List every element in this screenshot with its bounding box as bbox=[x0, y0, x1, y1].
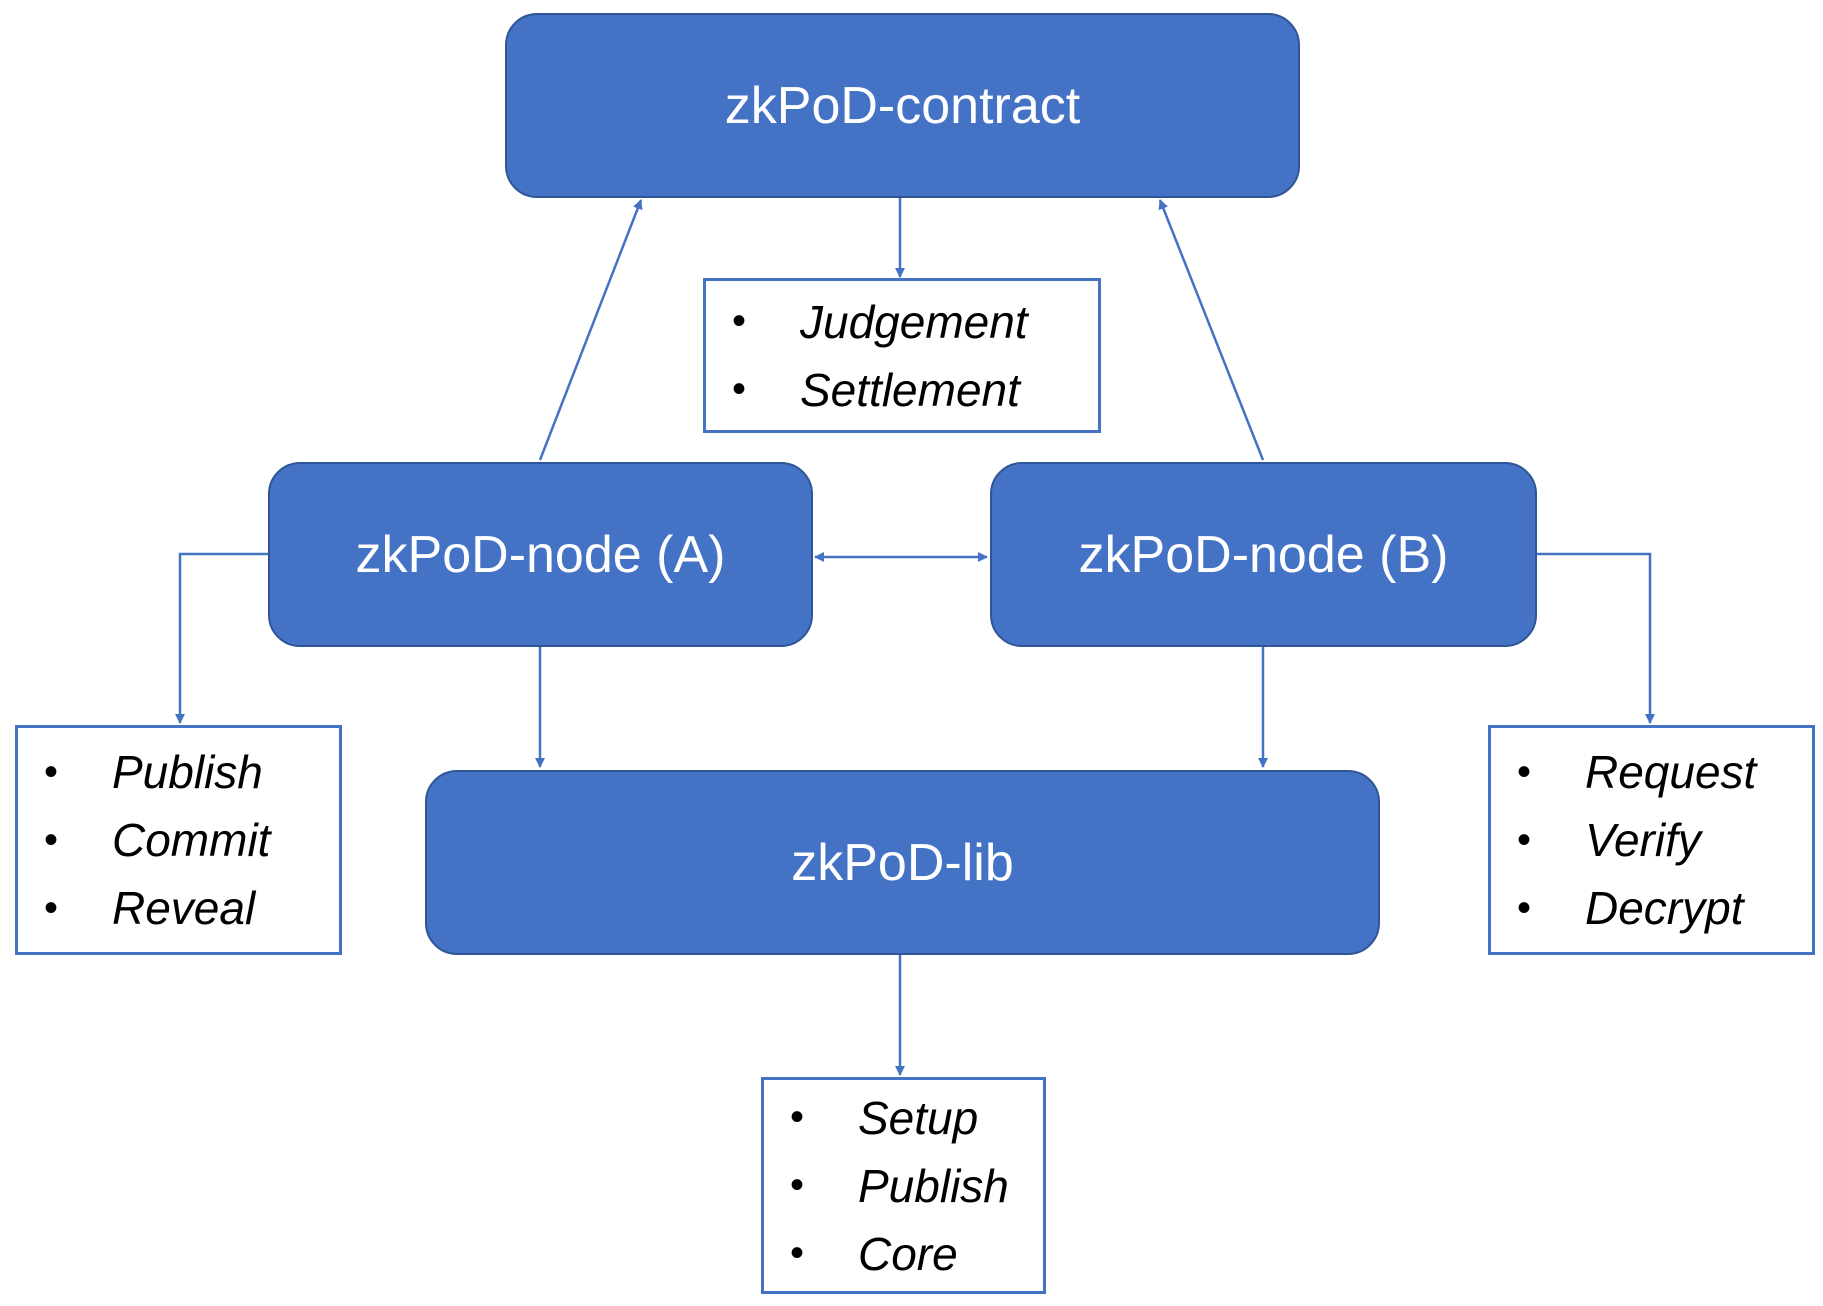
list-item-label: Setup bbox=[858, 1091, 979, 1144]
zkpod-contract-node: zkPoD-contract bbox=[505, 13, 1300, 198]
list-item: • Setup bbox=[790, 1084, 1027, 1152]
list-item-label: Reveal bbox=[112, 882, 256, 934]
list-item: • Publish bbox=[790, 1152, 1027, 1220]
list-item: • Commit bbox=[44, 806, 323, 874]
zkpod-node-b: zkPoD-node (B) bbox=[990, 462, 1537, 647]
arrow-node-b-to-function-list bbox=[1537, 552, 1655, 724]
bullet-icon: • bbox=[790, 1231, 805, 1275]
list-item: • Request bbox=[1517, 738, 1796, 806]
zkpod-node-a: zkPoD-node (A) bbox=[268, 462, 813, 647]
list-item: • Settlement bbox=[732, 356, 1082, 424]
list-item: • Judgement bbox=[732, 288, 1082, 356]
bullet-icon: • bbox=[1517, 817, 1532, 862]
bullet-icon: • bbox=[732, 299, 747, 343]
bullet-icon: • bbox=[1517, 885, 1532, 930]
arrow-node-a-to-contract bbox=[538, 199, 643, 461]
list-item-label: Judgement bbox=[800, 295, 1028, 348]
zkpod-lib-label: zkPoD-lib bbox=[791, 833, 1014, 892]
zkpod-contract-label: zkPoD-contract bbox=[724, 76, 1081, 135]
list-item: • Decrypt bbox=[1517, 874, 1796, 942]
zkpod-lib-node: zkPoD-lib bbox=[425, 770, 1380, 955]
list-item-label: Settlement bbox=[800, 363, 1020, 416]
bullet-icon: • bbox=[44, 749, 59, 794]
bullet-icon: • bbox=[44, 885, 59, 930]
arrow-node-b-to-contract bbox=[1158, 199, 1265, 461]
list-item: • Core bbox=[790, 1220, 1027, 1288]
node-a-function-list: • Publish • Commit • Reveal bbox=[15, 725, 342, 955]
list-item-label: Core bbox=[858, 1227, 958, 1280]
bullet-icon: • bbox=[732, 367, 747, 411]
node-b-function-list: • Request • Verify • Decrypt bbox=[1488, 725, 1815, 955]
list-item-label: Publish bbox=[858, 1159, 1009, 1212]
list-item-label: Commit bbox=[112, 814, 271, 866]
list-item: • Verify bbox=[1517, 806, 1796, 874]
arrow-node-a-to-function-list bbox=[175, 552, 268, 724]
list-item-label: Verify bbox=[1585, 814, 1701, 866]
zkpod-node-a-label: zkPoD-node (A) bbox=[355, 525, 726, 584]
list-item-label: Request bbox=[1585, 746, 1757, 798]
list-item-label: Publish bbox=[112, 746, 263, 798]
contract-function-list: • Judgement • Settlement bbox=[703, 278, 1101, 433]
bullet-icon: • bbox=[44, 817, 59, 862]
bullet-icon: • bbox=[790, 1095, 805, 1139]
zkpod-node-b-label: zkPoD-node (B) bbox=[1078, 525, 1449, 584]
list-item: • Reveal bbox=[44, 874, 323, 942]
bullet-icon: • bbox=[790, 1163, 805, 1207]
list-item: • Publish bbox=[44, 738, 323, 806]
lib-function-list: • Setup • Publish • Core bbox=[761, 1077, 1046, 1294]
bullet-icon: • bbox=[1517, 749, 1532, 794]
list-item-label: Decrypt bbox=[1585, 882, 1744, 934]
